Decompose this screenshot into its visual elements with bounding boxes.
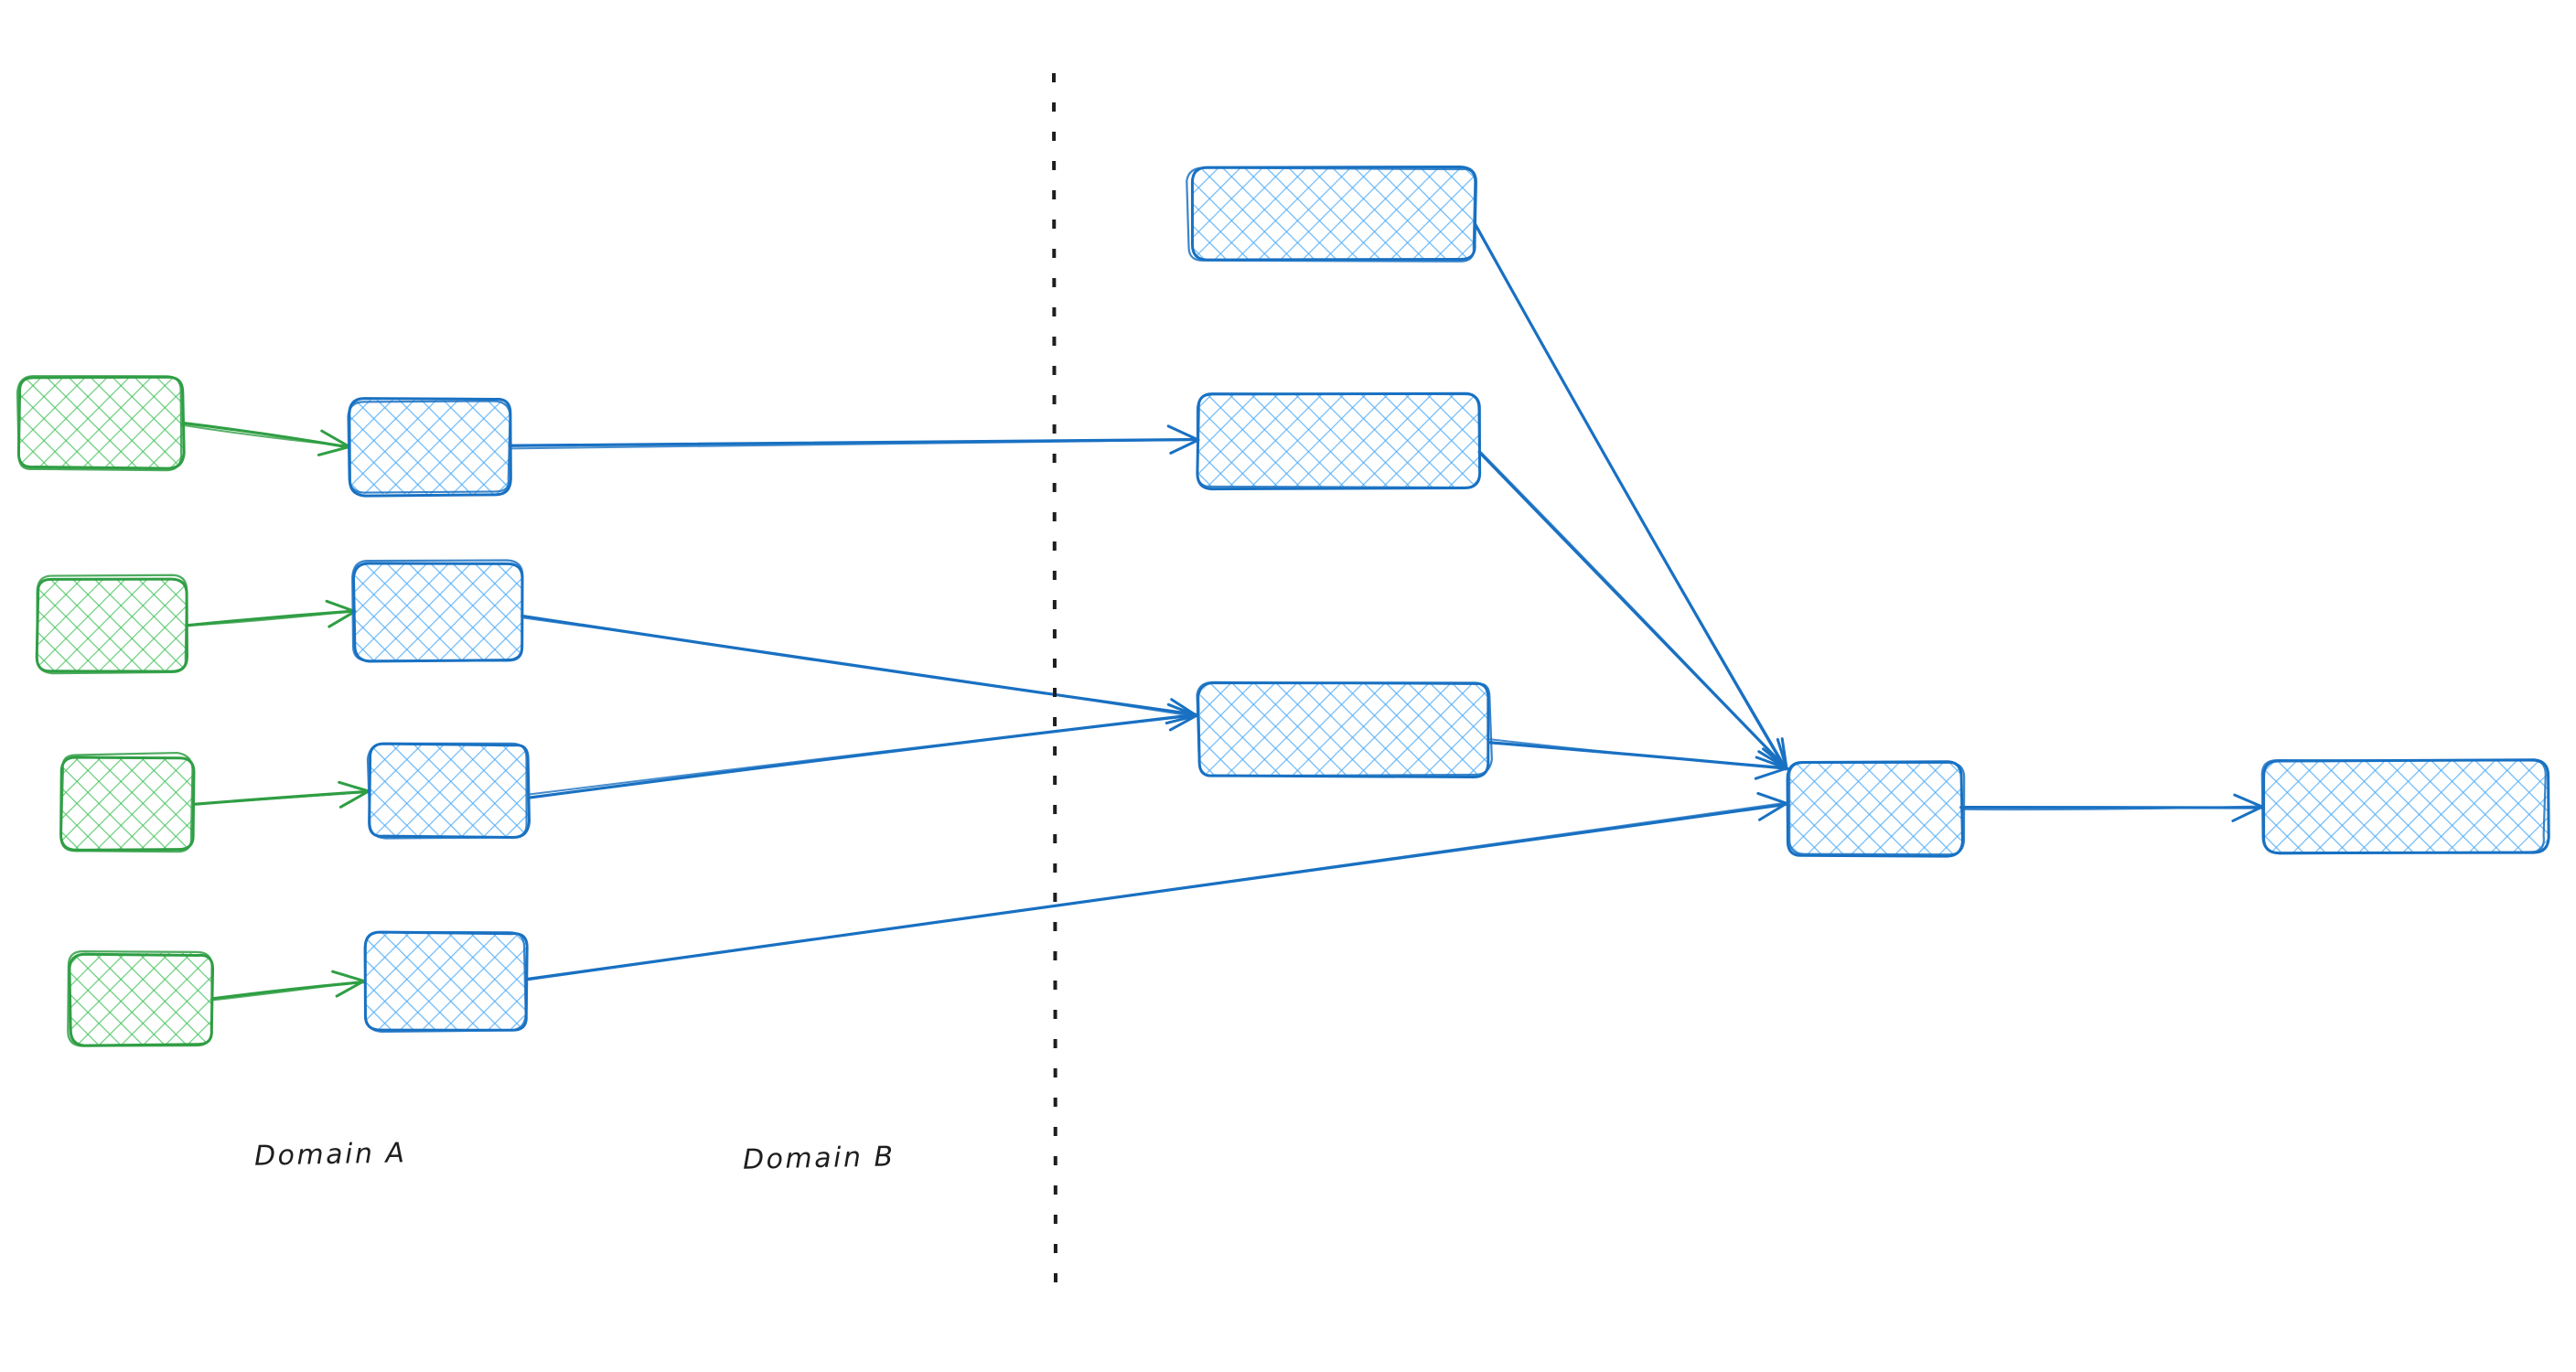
- node-a-in-1[interactable]: [16, 375, 186, 472]
- node-a-proc-2[interactable]: [351, 559, 524, 663]
- node-b-mid2[interactable]: [1196, 681, 1493, 779]
- domain-divider: [1052, 72, 1057, 1289]
- domain-b-label: Domain B: [742, 1141, 896, 1176]
- edge-b-mid1-to-b-hub: [1477, 450, 1788, 770]
- nodes-layer: [16, 166, 2550, 1047]
- domain-a-label: Domain A: [253, 1137, 407, 1173]
- edge-a-in-4-to-a-proc-4: [211, 970, 367, 1002]
- edge-a-proc-4-to-b-hub: [524, 791, 1788, 981]
- node-b-mid1[interactable]: [1196, 391, 1482, 491]
- node-a-in-4[interactable]: [67, 950, 215, 1047]
- node-a-proc-3[interactable]: [366, 742, 531, 840]
- edge-a-proc-3-to-b-mid2: [528, 702, 1199, 799]
- node-a-in-3[interactable]: [59, 751, 196, 853]
- edge-b-hub-to-b-out: [1959, 793, 2265, 822]
- edge-a-proc-1-to-b-mid1: [508, 424, 1200, 455]
- edge-a-in-3-to-a-proc-3: [192, 780, 371, 809]
- node-b-hub[interactable]: [1786, 760, 1966, 858]
- edge-a-proc-2-to-b-mid2: [521, 614, 1198, 725]
- edge-a-in-1-to-a-proc-1: [180, 421, 351, 456]
- divider-layer: [1052, 72, 1057, 1289]
- node-b-top[interactable]: [1186, 166, 1477, 263]
- edges-layer: [180, 222, 2265, 1002]
- edge-b-mid2-to-b-hub: [1487, 738, 1789, 780]
- node-b-out[interactable]: [2260, 758, 2550, 855]
- edge-a-in-2-to-a-proc-2: [187, 599, 357, 628]
- node-a-proc-4[interactable]: [363, 930, 529, 1034]
- node-a-proc-1[interactable]: [347, 397, 512, 498]
- node-a-in-2[interactable]: [35, 573, 188, 675]
